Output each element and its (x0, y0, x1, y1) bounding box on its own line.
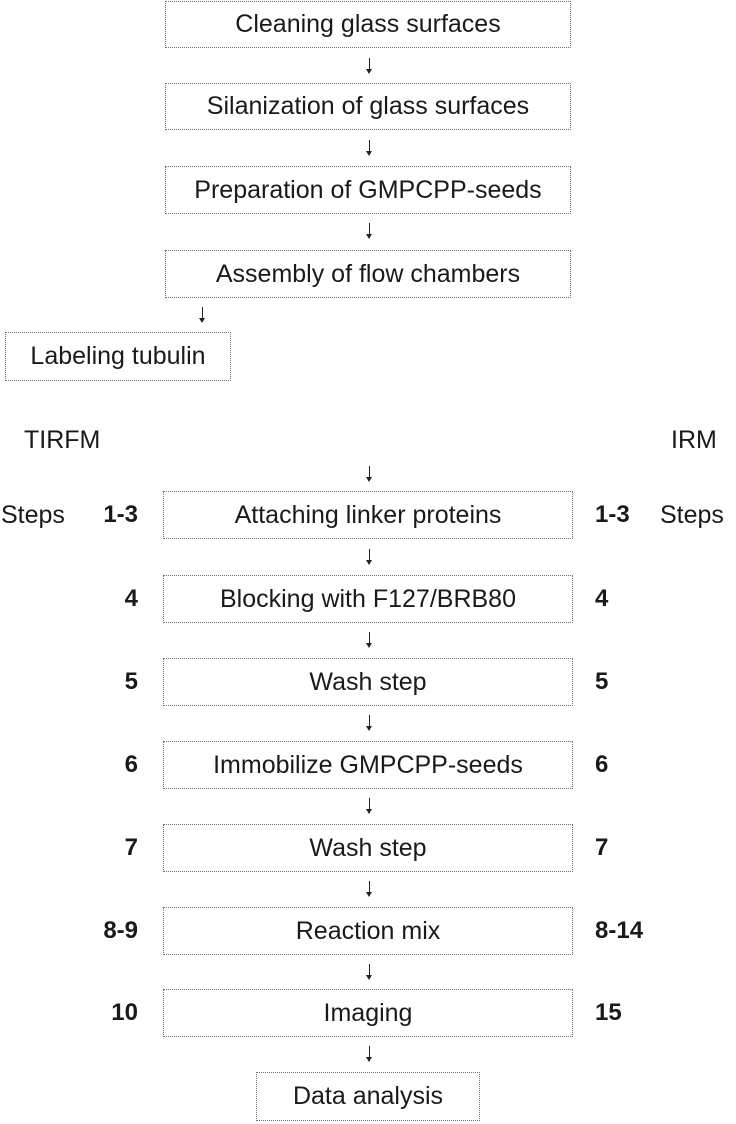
protocol-step-label: Imaging (323, 998, 413, 1027)
protocol-step-label: Blocking with F127/BRB80 (220, 584, 516, 613)
step-assembly-flow-chambers: Assembly of flow chambers (165, 250, 571, 298)
tirfm-step-number: 6 (124, 751, 138, 778)
step-label: Silanization of glass surfaces (206, 92, 530, 120)
protocol-step: Wash step (163, 824, 573, 872)
arrow-down-icon (364, 1046, 376, 1062)
protocol-step: Immobilize GMPCPP-seeds (163, 741, 573, 789)
arrow-down-icon (364, 466, 376, 482)
protocol-step-label: Wash step (309, 667, 427, 696)
protocol-step-label: Immobilize GMPCPP-seeds (213, 750, 523, 779)
arrow-down-icon (364, 549, 376, 565)
irm-step-number: 15 (595, 999, 622, 1026)
step-silanization: Silanization of glass surfaces (165, 83, 571, 130)
column-header-irm: IRM (671, 426, 717, 454)
column-header-tirfm: TIRFM (24, 426, 101, 454)
protocol-step: Reaction mix (163, 907, 573, 955)
step-label: Data analysis (292, 1082, 444, 1110)
arrow-down-icon (364, 140, 376, 156)
tirfm-step-number: 10 (111, 999, 138, 1026)
irm-step-number: 7 (595, 834, 609, 861)
step-label: Labeling tubulin (30, 342, 206, 370)
step-labeling-tubulin: Labeling tubulin (5, 332, 231, 381)
arrow-down-icon (364, 58, 376, 74)
protocol-step: Imaging (163, 989, 573, 1037)
protocol-step-label: Wash step (309, 833, 427, 862)
tirfm-step-number: 7 (124, 834, 138, 861)
step-cleaning-glass: Cleaning glass surfaces (165, 1, 571, 48)
arrow-down-icon (364, 223, 376, 239)
step-data-analysis: Data analysis (256, 1072, 480, 1121)
irm-step-number: 5 (595, 668, 609, 695)
step-label: Assembly of flow chambers (215, 259, 521, 288)
arrow-down-icon (364, 881, 376, 897)
irm-step-number: 1-3 (595, 501, 630, 528)
protocol-step: Blocking with F127/BRB80 (163, 575, 573, 623)
arrow-down-icon (364, 715, 376, 731)
step-prepare-seeds: Preparation of GMPCPP-seeds (165, 166, 571, 214)
protocol-step-label: Attaching linker proteins (234, 500, 502, 529)
protocol-step: Attaching linker proteins (163, 491, 573, 539)
steps-label-right: Steps (660, 501, 724, 529)
tirfm-step-number: 8-9 (103, 917, 138, 944)
steps-label-left: Steps (1, 501, 65, 529)
irm-step-number: 8-14 (595, 917, 644, 944)
step-label: Cleaning glass surfaces (235, 10, 501, 38)
irm-step-number: 6 (595, 751, 609, 778)
arrow-down-icon (364, 964, 376, 980)
irm-step-number: 4 (595, 585, 609, 612)
protocol-step: Wash step (163, 658, 573, 706)
arrow-down-icon (197, 307, 209, 323)
protocol-step-label: Reaction mix (295, 916, 441, 945)
tirfm-step-number: 5 (124, 668, 138, 695)
arrow-down-icon (364, 798, 376, 814)
arrow-down-icon (364, 632, 376, 648)
tirfm-step-number: 1-3 (103, 501, 138, 528)
step-label: Preparation of GMPCPP-seeds (194, 175, 542, 204)
tirfm-step-number: 4 (124, 585, 138, 612)
